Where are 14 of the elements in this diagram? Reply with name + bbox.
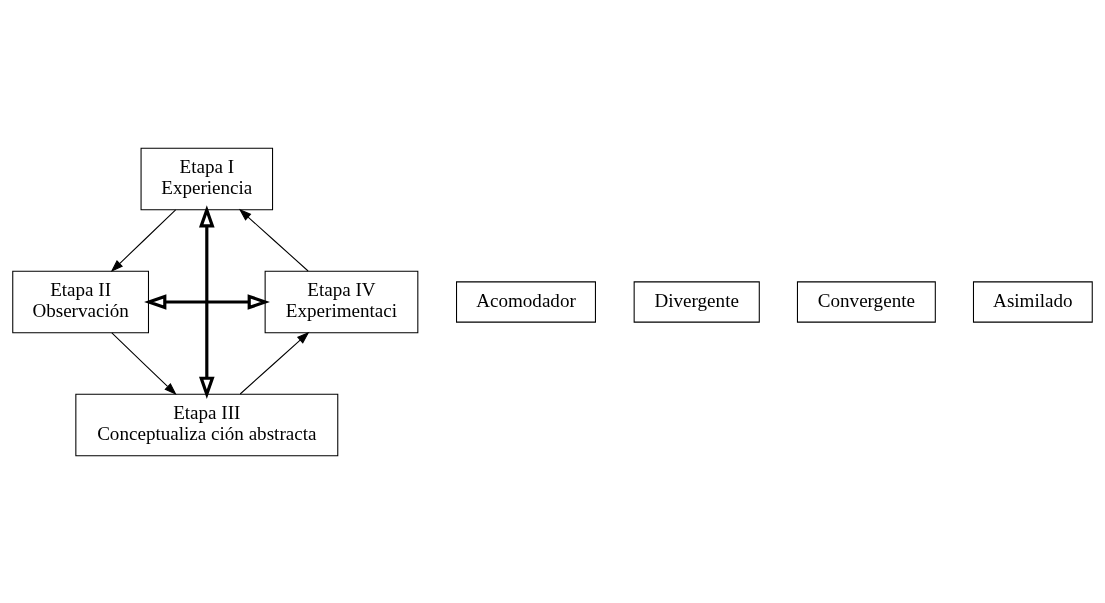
arrow [238, 208, 309, 271]
arrow [199, 204, 215, 399]
node-box: Etapa IV Experimentaci [264, 270, 419, 333]
node-box: Asimilado [972, 280, 1093, 323]
node-box: Etapa I Experiencia [140, 147, 274, 210]
arrow [239, 331, 310, 394]
node-box: Acomodador [456, 280, 596, 323]
node-box: Divergente [633, 280, 760, 323]
node-box: Convergente [796, 280, 936, 323]
node-box: Etapa II Observación [12, 270, 149, 333]
arrow [144, 293, 270, 310]
node-box: Etapa III Conceptualiza ción abstracta [75, 393, 339, 456]
arrow [110, 208, 177, 272]
arrow [111, 331, 177, 395]
